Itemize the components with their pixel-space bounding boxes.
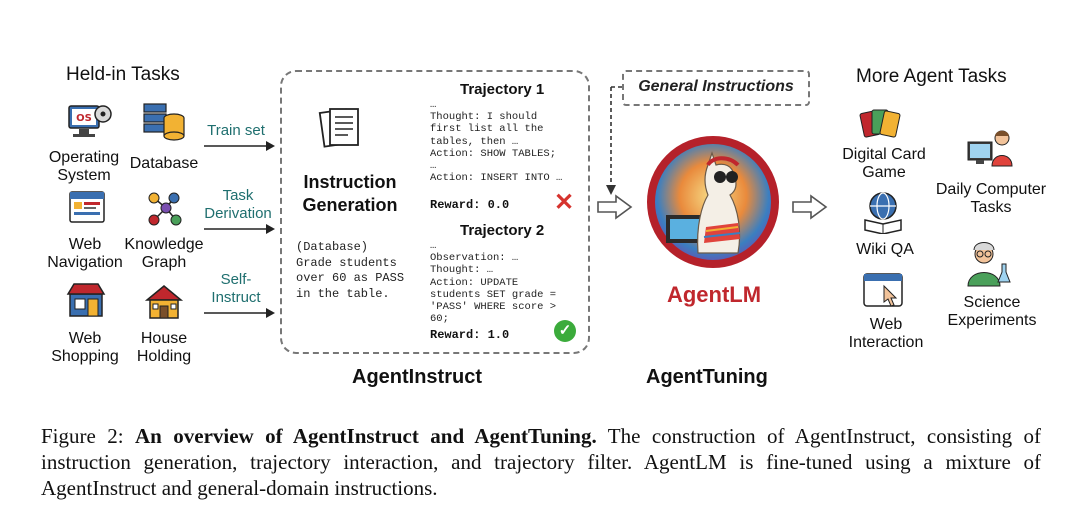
agentinstruct-box: [280, 70, 590, 354]
general-instructions-label: General Instructions: [638, 78, 794, 95]
trajectory-2-title: Trajectory 2: [460, 222, 545, 239]
self-instruct-arrow: [204, 308, 275, 318]
scientist-icon: [967, 242, 1011, 287]
task-label-science-experiments: Science Experiments: [947, 294, 1037, 329]
held-in-title: Held-in Tasks: [66, 64, 180, 85]
computer-user-icon: [967, 130, 1013, 167]
house-icon: [144, 285, 184, 319]
hollow-arrow-to-tasks: [792, 194, 828, 220]
documents-icon: [318, 108, 359, 148]
database-icon: [143, 103, 185, 141]
agenttuning-title: AgentTuning: [646, 366, 768, 388]
trajectory-1-title: Trajectory 1: [460, 81, 545, 98]
web-navigation-icon: [69, 191, 105, 223]
web-click-icon: [863, 273, 903, 307]
task-label-house-holding: House Holding: [136, 330, 192, 365]
agentinstruct-title: AgentInstruct: [352, 366, 482, 388]
self-instruct-label: Self-Instruct: [211, 271, 261, 306]
task-derivation-arrow: [204, 224, 275, 234]
task-derivation-label: Task Derivation: [204, 187, 272, 222]
instruction-generation-label: Instruction Generation: [302, 172, 398, 215]
trajectory-1-reward: Reward: 0.0: [430, 198, 510, 212]
agentlm-llama-logo: [647, 136, 779, 268]
general-instructions-arrow: [606, 86, 622, 195]
task-label-web-navigation: Web Navigation: [47, 236, 123, 271]
trajectory-1-fail-mark: ✕: [554, 189, 575, 216]
general-instructions-box: [622, 70, 810, 106]
trajectory-1-text: … Thought: I should first list all the t…: [430, 99, 563, 185]
globe-book-icon: [864, 192, 902, 234]
task-label-wiki-qa: Wiki QA: [856, 241, 914, 258]
agentlm-label: AgentLM: [666, 282, 762, 307]
trajectory-2-pass-mark: ✓: [554, 320, 576, 342]
caption-prefix: Figure 2:: [41, 424, 124, 448]
caption-bold: An overview of AgentInstruct and AgentTu…: [135, 424, 597, 448]
task-label-digital-card-game: Digital Card Game: [842, 146, 926, 181]
more-agent-tasks-title: More Agent Tasks: [856, 66, 1007, 87]
os-icon: OS: [68, 105, 112, 137]
svg-text:OS: OS: [76, 113, 92, 124]
knowledge-graph-icon: [148, 192, 182, 226]
train-set-arrow: [204, 141, 275, 151]
task-label-daily-computer-tasks: Daily Computer Tasks: [935, 181, 1047, 216]
task-label-database: Database: [129, 155, 199, 172]
caption-rest: The construction of AgentInstruct, consi…: [41, 424, 1041, 500]
trajectory-2-reward: Reward: 1.0: [430, 328, 510, 342]
train-set-label: Train set: [207, 122, 265, 139]
cards-icon: [859, 109, 901, 138]
task-label-operating-system: Operating System: [48, 149, 120, 184]
trajectory-2-text: … Observation: … Thought: … Action: UPDA…: [430, 240, 557, 326]
task-label-web-interaction: Web Interaction: [848, 316, 924, 351]
figure-caption: Figure 2: An overview of AgentInstruct a…: [41, 423, 1041, 501]
task-label-knowledge-graph: Knowledge Graph: [124, 236, 204, 271]
hollow-arrow-to-agentlm: [597, 194, 633, 220]
task-label-web-shopping: Web Shopping: [51, 330, 119, 365]
instruction-example: (Database) Grade students over 60 as PAS…: [296, 240, 405, 301]
shop-icon: [66, 283, 106, 317]
